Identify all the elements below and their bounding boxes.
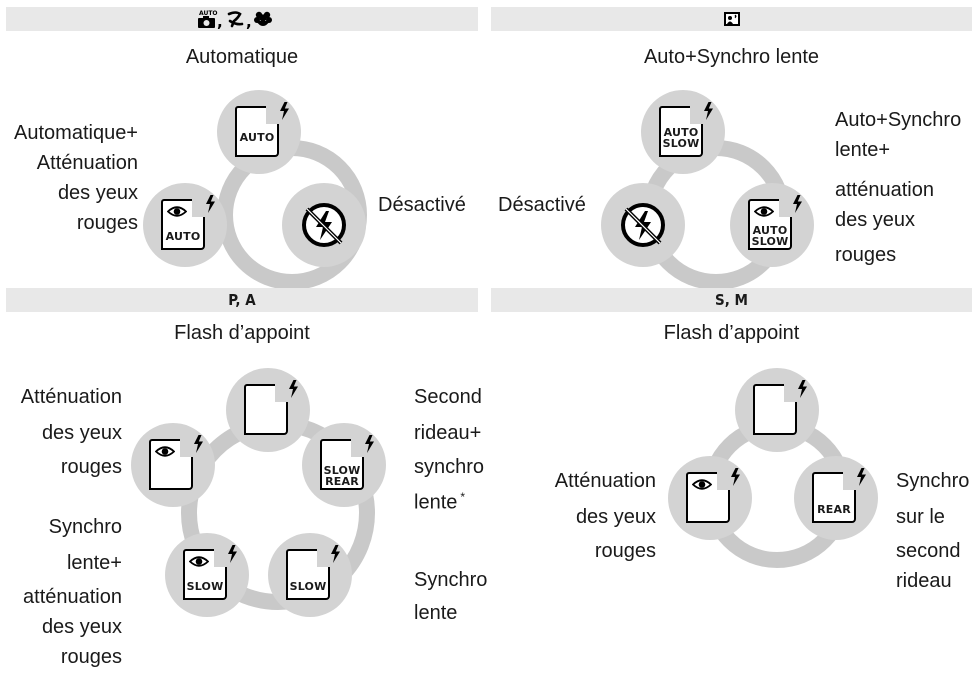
label-red-eye-auto-slow-4: des yeux [835, 209, 916, 231]
flash-bolt-icon [363, 435, 375, 453]
flash-bolt-icon [702, 102, 714, 120]
flash-off-icon [301, 202, 347, 248]
footnote-mark: * [460, 490, 466, 504]
badge-rear: REAR [817, 503, 851, 516]
badge-slow: SLOW [323, 464, 361, 477]
badge-auto: AUTO [239, 131, 275, 144]
flash-mode-red-eye-slow[interactable]: SLOW [165, 533, 249, 617]
flash-mode-red-eye-auto-slow[interactable]: AUTO SLOW [730, 183, 814, 267]
label-red-eye-slow-3: atténuation [23, 586, 122, 608]
red-eye-icon [692, 478, 712, 491]
flash-bolt-icon [855, 468, 867, 486]
label-red-eye-auto-3: des yeux [57, 182, 138, 204]
label-red-eye-auto-slow-5: rouges [835, 244, 897, 266]
section-header-p-a: P, A [6, 288, 478, 312]
portrait-mode-icon [227, 11, 244, 28]
red-eye-icon [189, 555, 209, 568]
mode-title-auto-slow-sync: Auto+Synchro lente [643, 46, 820, 68]
flash-mode-red-eye[interactable] [131, 423, 215, 507]
label-red-eye-slow-1: Synchro [48, 516, 122, 538]
badge-slow: SLOW [751, 235, 789, 248]
label-red-eye-auto-1: Automatique+ [14, 122, 138, 144]
header-mode-icons: AUTO , , [198, 10, 272, 29]
badge-auto: AUTO [663, 126, 699, 139]
label-rear-slow-2: rideau+ [414, 422, 482, 444]
badge-rear: REAR [325, 475, 359, 488]
label-slow-1: Synchro [414, 569, 488, 591]
flash-mode-fill[interactable] [735, 368, 819, 452]
section-header-scene-auto: AUTO , , [6, 7, 478, 31]
label-red-eye-auto-slow-3: atténuation [835, 179, 934, 201]
red-eye-icon [754, 205, 774, 218]
label-red-eye-1: Atténuation [20, 386, 122, 408]
flash-bolt-icon [226, 545, 238, 563]
label-red-eye-auto-2: Atténuation [36, 152, 138, 174]
section-header-s-m: S, M [491, 288, 972, 312]
label-rear-1: Synchro [896, 470, 970, 492]
label-off: Désactivé [378, 194, 466, 216]
label-red-eye-2: des yeux [575, 506, 656, 528]
flash-mode-auto[interactable]: AUTO [217, 90, 301, 174]
flash-off-icon [620, 202, 666, 248]
label-slow-2: lente [414, 602, 458, 624]
label-red-eye-auto-slow-1: Auto+Synchro [835, 109, 962, 131]
label-rear-slow-3: synchro [414, 456, 485, 478]
flash-mode-off[interactable] [282, 183, 366, 267]
label-rear-2: sur le [896, 506, 945, 528]
label-red-eye-1: Atténuation [554, 470, 656, 492]
flash-mode-red-eye-auto[interactable]: AUTO [143, 183, 227, 267]
badge-slow: SLOW [662, 137, 700, 150]
flash-mode-red-eye[interactable] [668, 456, 752, 540]
label-rear-slow-4: lente* [414, 482, 465, 518]
badge-slow: SLOW [289, 580, 327, 593]
mode-title-fill-flash: Flash d’appoint [663, 322, 800, 344]
flash-mode-slow[interactable]: SLOW [268, 533, 352, 617]
flash-bolt-icon [729, 468, 741, 486]
close-up-mode-icon [254, 11, 272, 26]
label-red-eye-3: rouges [594, 540, 656, 562]
label-off: Désactivé [498, 194, 586, 216]
label-red-eye-auto-slow-2: lente+ [835, 139, 891, 161]
mode-title-automatic: Automatique [185, 46, 299, 68]
flash-bolt-icon [329, 545, 341, 563]
label-rear-3: second [896, 540, 961, 562]
flash-bolt-icon [192, 435, 204, 453]
red-eye-icon [155, 445, 175, 458]
section-header-night-portrait [491, 7, 972, 31]
flash-mode-rear-slow[interactable]: SLOW REAR [302, 423, 386, 507]
label-red-eye-2: des yeux [41, 422, 122, 444]
flash-mode-fill[interactable] [226, 368, 310, 452]
flash-bolt-icon [278, 102, 290, 120]
svg-text:AUTO: AUTO [199, 10, 218, 17]
badge-slow: SLOW [186, 580, 224, 593]
label-rear-slow-4-text: lente [414, 491, 458, 514]
auto-mode-icon: AUTO [198, 10, 218, 28]
flash-bolt-icon [796, 380, 808, 398]
flash-bolt-icon [204, 195, 216, 213]
flash-bolt-icon [791, 195, 803, 213]
label-red-eye-slow-4: des yeux [41, 616, 122, 638]
svg-text:,: , [246, 13, 252, 29]
svg-text:,: , [217, 13, 223, 29]
label-red-eye-3: rouges [60, 456, 122, 478]
mode-title-fill-flash: Flash d’appoint [174, 322, 310, 344]
label-red-eye-slow-2: lente+ [66, 552, 122, 574]
label-red-eye-auto-4: rouges [76, 212, 138, 234]
flash-bolt-icon [287, 380, 299, 398]
flash-mode-auto-slow[interactable]: AUTO SLOW [641, 90, 725, 174]
badge-auto: AUTO [165, 230, 201, 243]
red-eye-icon [167, 205, 187, 218]
flash-mode-off[interactable] [601, 183, 685, 267]
label-rear-4: rideau [896, 570, 952, 592]
label-red-eye-slow-5: rouges [60, 646, 122, 668]
flash-mode-rear[interactable]: REAR [794, 456, 878, 540]
label-rear-slow-1: Second [414, 386, 482, 408]
night-portrait-mode-icon [723, 12, 740, 26]
badge-auto: AUTO [752, 224, 788, 237]
